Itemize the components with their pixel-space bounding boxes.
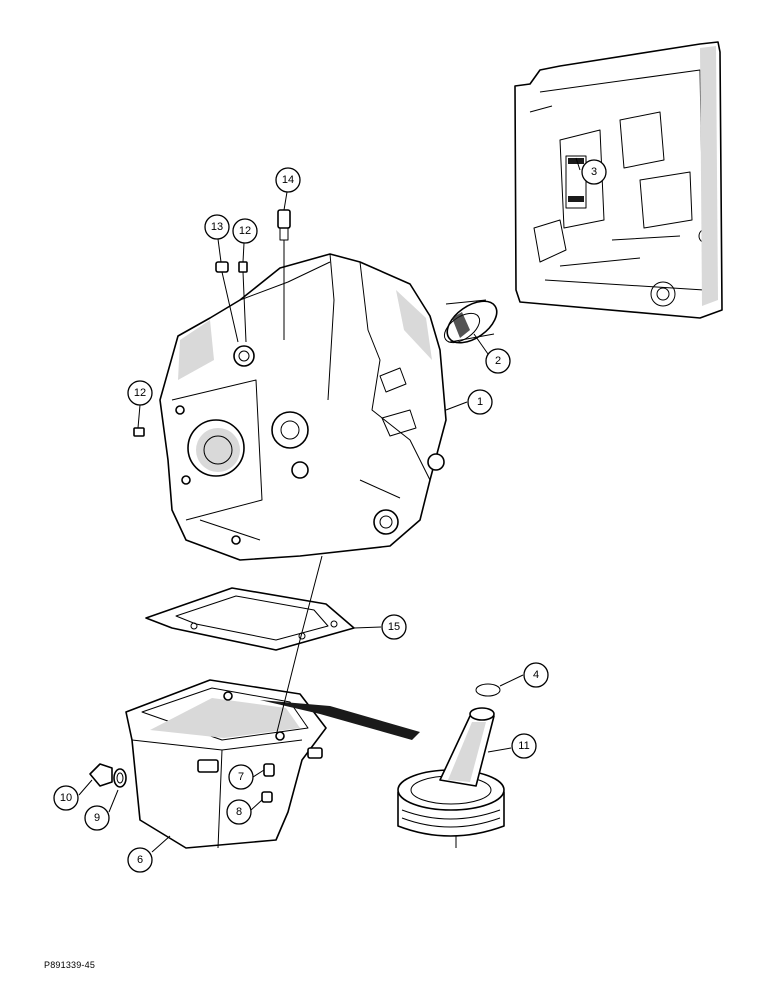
transmission-housing: [159, 253, 447, 561]
callout-12-side: 12: [127, 380, 153, 406]
callout-13-label: 13: [211, 221, 223, 233]
callout-12-top: 12: [232, 218, 258, 244]
callout-11-label: 11: [518, 740, 529, 752]
callout-6: 6: [127, 847, 153, 873]
callout-15: 15: [381, 614, 407, 640]
drain-plug-10: [89, 763, 113, 787]
fittings: [133, 209, 291, 437]
callout-3-label: 3: [591, 166, 597, 178]
callout-2-label: 2: [495, 355, 501, 367]
plug-12-side: [133, 427, 145, 437]
callout-4: 4: [523, 662, 549, 688]
callout-1: 1: [467, 389, 493, 415]
plug-14: [277, 209, 291, 229]
bolt-7: [263, 763, 275, 777]
callout-14: 14: [275, 167, 301, 193]
callout-6-label: 6: [137, 854, 143, 866]
plug-12-upper: [238, 261, 248, 273]
figure-id: P891339-45: [44, 960, 96, 970]
oil-filter: [397, 707, 505, 848]
callout-14-label: 14: [282, 174, 294, 186]
callout-4-label: 4: [533, 669, 539, 681]
callout-15-label: 15: [388, 621, 400, 633]
callout-8: 8: [226, 799, 252, 825]
callout-7-label: 7: [238, 771, 244, 783]
callout-leaders: [78, 157, 581, 853]
o-ring: [475, 683, 501, 697]
callout-3: 3: [581, 159, 607, 185]
callout-11: 11: [511, 733, 537, 759]
callout-12-top-label: 12: [239, 225, 251, 237]
callout-7: 7: [228, 764, 254, 790]
bolt-8: [261, 791, 273, 803]
cover-plate: [514, 41, 723, 319]
oil-pan: [125, 679, 420, 849]
callout-10-label: 10: [60, 792, 72, 804]
callout-8-label: 8: [236, 806, 242, 818]
callout-13: 13: [204, 214, 230, 240]
callout-10: 10: [53, 785, 79, 811]
gasket: [145, 587, 355, 651]
plug-13: [215, 261, 229, 273]
bearing-cup: [443, 299, 498, 344]
callout-9: 9: [84, 805, 110, 831]
callout-1-label: 1: [477, 396, 483, 408]
drain-parts: [89, 763, 275, 803]
callout-9-label: 9: [94, 812, 100, 824]
washer-9: [113, 768, 127, 788]
callout-12-side-label: 12: [134, 387, 146, 399]
callout-2: 2: [485, 348, 511, 374]
